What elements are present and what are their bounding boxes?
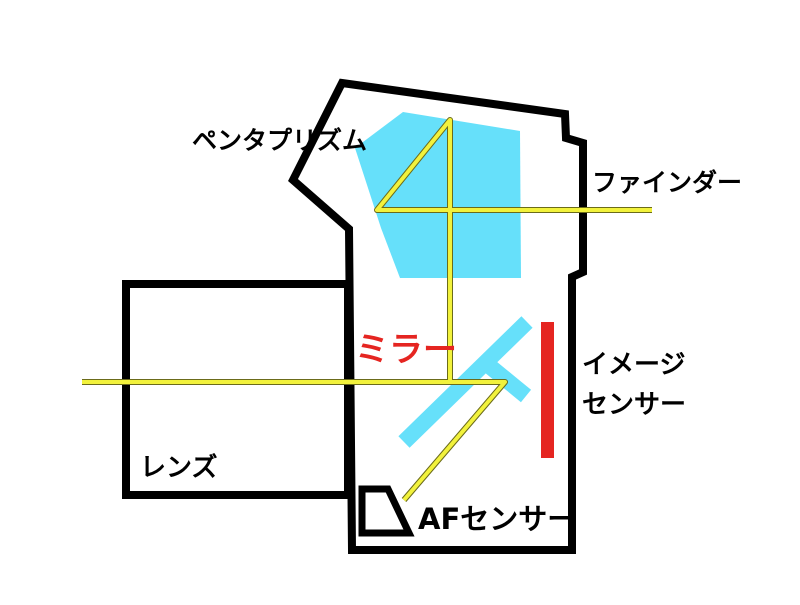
- finder-label: ファインダー: [592, 168, 743, 197]
- camera-body-outline: [288, 78, 587, 554]
- light-path: [82, 117, 652, 502]
- af-sensor: [358, 485, 415, 537]
- mirror-label: ミラー: [355, 330, 457, 370]
- sub-mirror: [476, 353, 532, 403]
- image-sensor-label-line2: センサー: [582, 390, 687, 420]
- image-sensor-label-line1: イメージ: [582, 350, 686, 380]
- lens-label: レンズ: [140, 453, 218, 483]
- pentaprism: [355, 112, 521, 278]
- pentaprism-label: ペンタプリズム: [192, 126, 368, 155]
- image-sensor: [541, 322, 554, 458]
- af-sensor-label: AFセンサー: [418, 502, 577, 536]
